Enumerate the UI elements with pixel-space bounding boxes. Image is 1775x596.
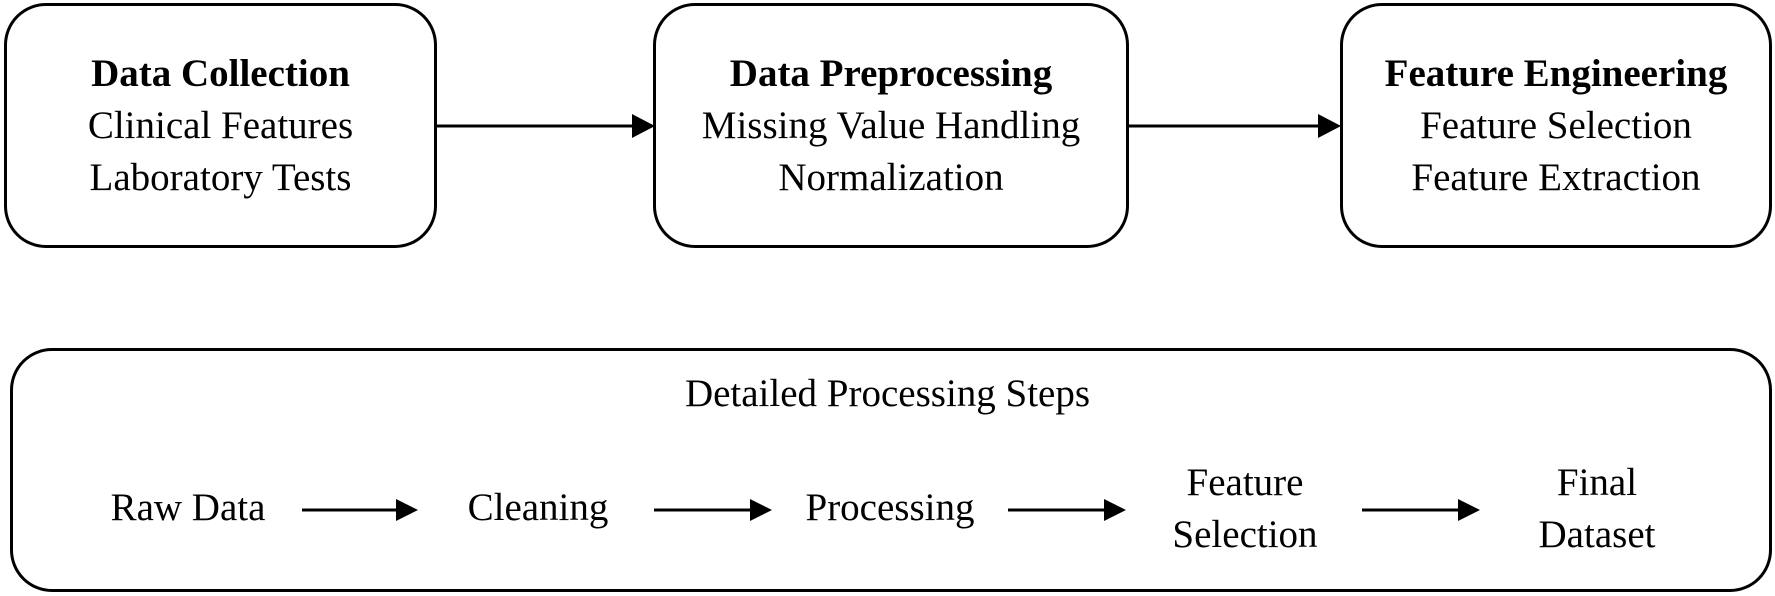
stage-title: Feature Engineering	[1384, 51, 1728, 95]
step-raw-data: Raw Data	[98, 482, 278, 534]
stage-box-data-collection: Data Collection Clinical Features Labora…	[4, 3, 437, 248]
stage-item: Feature Selection	[1420, 103, 1692, 147]
step-label: Dataset	[1538, 513, 1656, 556]
step-final-dataset: Final Dataset	[1507, 457, 1687, 561]
stage-arrow-collection-to-preprocessing	[437, 114, 655, 138]
stage-item: Feature Extraction	[1411, 155, 1701, 199]
step-processing: Processing	[790, 482, 990, 534]
step-cleaning: Cleaning	[448, 482, 628, 534]
stage-title: Data Collection	[91, 51, 350, 95]
stage-box-data-preprocessing: Data Preprocessing Missing Value Handlin…	[653, 3, 1129, 248]
detail-title: Detailed Processing Steps	[684, 372, 1091, 415]
step-label: Final	[1556, 461, 1638, 504]
step-label: Selection	[1172, 513, 1318, 556]
step-label: Feature	[1186, 461, 1304, 504]
stage-title: Data Preprocessing	[729, 51, 1053, 95]
stage-item: Normalization	[778, 155, 1004, 199]
detail-steps-box	[10, 348, 1772, 592]
step-label: Raw Data	[110, 486, 266, 529]
stage-arrow-preprocessing-to-engineering	[1129, 114, 1341, 138]
stage-box-feature-engineering: Feature Engineering Feature Selection Fe…	[1340, 3, 1772, 248]
stage-item: Clinical Features	[87, 103, 354, 147]
stage-item: Laboratory Tests	[89, 155, 352, 199]
step-label: Processing	[805, 486, 975, 529]
stage-item: Missing Value Handling	[701, 103, 1081, 147]
step-feature-selection: Feature Selection	[1155, 457, 1335, 561]
step-label: Cleaning	[467, 486, 609, 529]
